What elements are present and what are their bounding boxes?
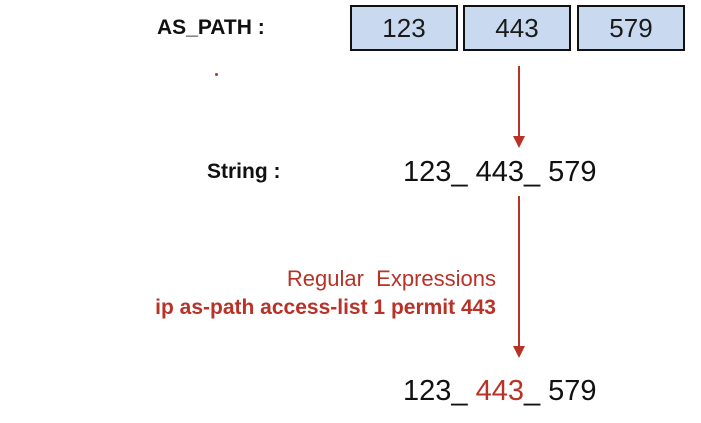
regex-title: Regular Expressions [286, 266, 496, 291]
result-string: 123_ 443_ 579 [403, 375, 597, 408]
as-path-box: 579 [577, 5, 685, 51]
as-path-label: AS_PATH : [157, 16, 265, 39]
as-path-box: 123 [350, 5, 458, 51]
arrow-head-top [513, 136, 525, 148]
result-before: 123_ [403, 375, 476, 407]
as-path-box: 443 [463, 5, 571, 51]
string-label: String : [207, 160, 281, 183]
regex-command: ip as-path access-list 1 permit 443 [155, 296, 496, 319]
string-value: 123_ 443_ 579 [403, 156, 597, 188]
result-match: 443 [475, 375, 524, 407]
decorative-dot [215, 73, 218, 76]
arrow-head-bottom [513, 346, 525, 358]
result-after: _ 579 [523, 375, 597, 407]
